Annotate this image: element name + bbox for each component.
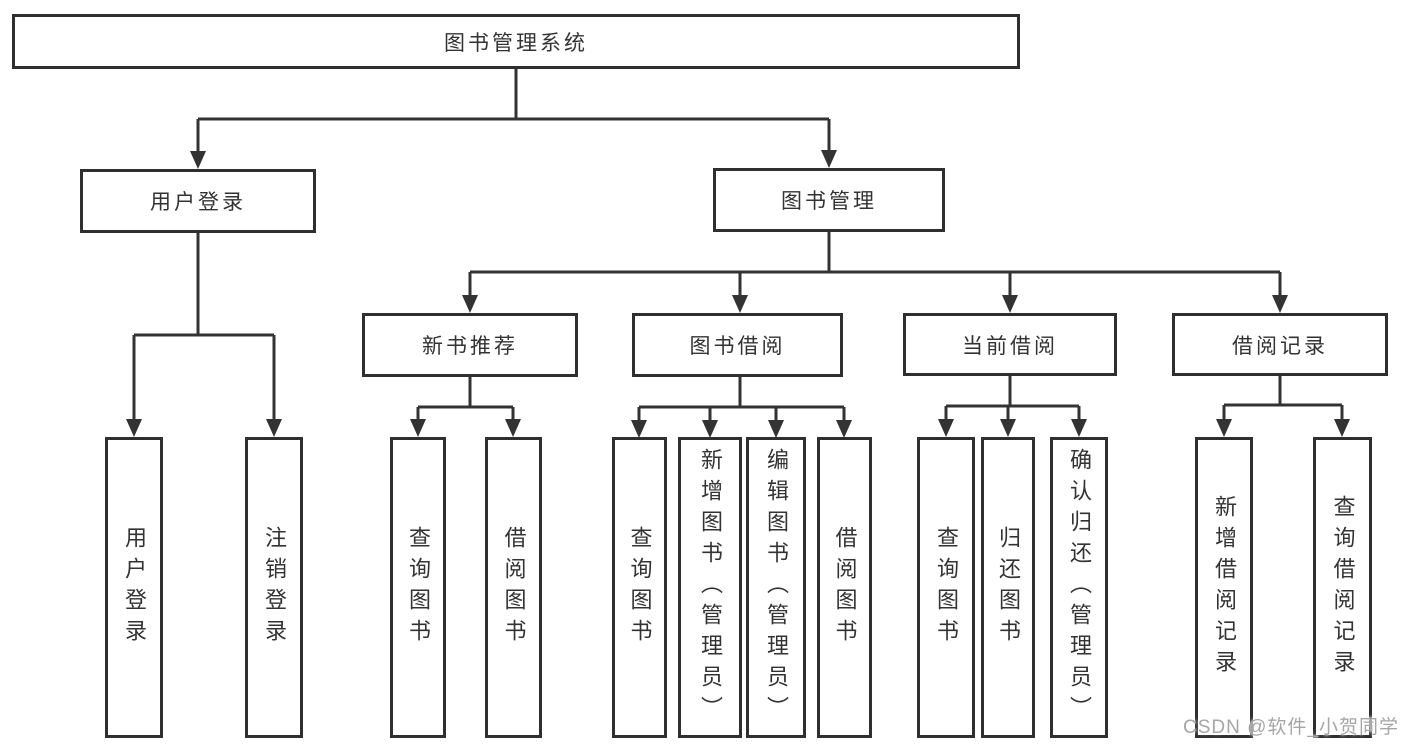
leaf-query-borrow-record: 查询借阅记录 <box>1313 437 1372 738</box>
node-book-borrowing: 图书借阅 <box>632 313 843 377</box>
node-user-login: 用户登录 <box>80 169 316 233</box>
leaf-add-books-admin: 新增图书（管理员） <box>678 437 742 738</box>
leaf-user-login: 用户登录 <box>105 437 163 738</box>
node-book-management: 图书管理 <box>713 168 945 232</box>
leaf-logout: 注销登录 <box>245 437 303 738</box>
leaf-edit-books-admin: 编辑图书（管理员） <box>746 437 806 738</box>
leaf-add-borrow-record: 新增借阅记录 <box>1195 437 1253 738</box>
leaf-return-books: 归还图书 <box>981 437 1035 738</box>
csdn-watermark: CSDN @软件_小贺同学 <box>1183 717 1399 738</box>
node-new-book-recommend: 新书推荐 <box>362 313 578 377</box>
leaf-query-books-1: 查询图书 <box>390 437 446 738</box>
leaf-borrow-books-1: 借阅图书 <box>485 437 542 738</box>
leaf-query-books-3: 查询图书 <box>917 437 975 738</box>
leaf-query-books-2: 查询图书 <box>612 437 667 738</box>
node-library-system: 图书管理系统 <box>12 14 1020 69</box>
leaf-confirm-return-admin: 确认归还（管理员） <box>1050 437 1108 738</box>
node-current-borrowing: 当前借阅 <box>903 313 1117 376</box>
leaf-borrow-books-2: 借阅图书 <box>817 437 872 738</box>
node-borrowing-records: 借阅记录 <box>1172 313 1388 376</box>
